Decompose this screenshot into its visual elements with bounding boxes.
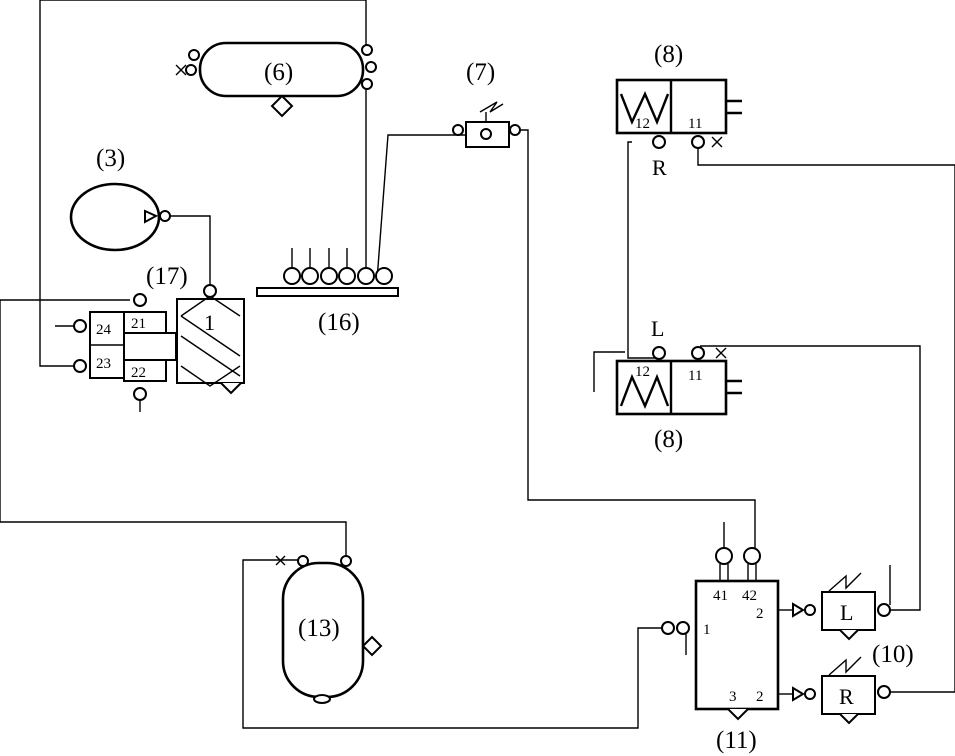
chamber-top-port-11: 11 xyxy=(688,116,702,132)
relay-port-2-top: 2 xyxy=(756,606,764,622)
exhaust-icon xyxy=(727,708,749,721)
brake-valve-17: 24 21 23 22 1 xyxy=(73,284,245,401)
spring-icon xyxy=(619,373,670,410)
exhaust-icon xyxy=(839,629,859,641)
compressor-3 xyxy=(69,182,171,252)
check-icon xyxy=(792,686,805,702)
valve-l: L xyxy=(778,572,891,641)
valve-l-label: L xyxy=(840,600,853,625)
valve-flow-icon xyxy=(180,315,241,377)
check-icon xyxy=(792,602,805,618)
label-17: (17) xyxy=(146,263,188,290)
spring-icon xyxy=(619,91,670,126)
brake-chamber-bottom: 12 11 L xyxy=(615,316,742,416)
relay-port-2-bottom: 2 xyxy=(756,689,764,705)
chamber-bottom-port-11: 11 xyxy=(688,368,702,384)
tank-6-diamond-icon xyxy=(270,94,294,118)
spring-icon xyxy=(828,656,862,676)
label-13: (13) xyxy=(298,615,340,642)
manifold-16 xyxy=(256,248,399,297)
port-23: 23 xyxy=(96,356,111,372)
valve-r: R xyxy=(778,656,891,725)
label-16: (16) xyxy=(318,309,360,336)
label-6: (6) xyxy=(264,59,293,86)
port-24: 24 xyxy=(96,322,112,338)
label-8-bottom: (8) xyxy=(654,426,683,453)
connection-lines xyxy=(0,0,955,729)
air-tank-6 xyxy=(175,41,377,118)
tank-6-drain-icon xyxy=(175,64,187,76)
air-tank-13 xyxy=(275,555,383,704)
label-11: (11) xyxy=(716,727,757,754)
brake-chamber-top: 12 11 R xyxy=(615,78,742,180)
relay-port-41: 41 xyxy=(713,588,728,604)
brake-valve-center-label: 1 xyxy=(204,310,215,335)
tank-6-port-left-top xyxy=(188,49,200,61)
valve-r-label: R xyxy=(839,684,854,709)
spring-icon xyxy=(479,101,504,113)
check-icon xyxy=(144,209,159,224)
chamber-bottom-side: L xyxy=(651,316,664,341)
port-21: 21 xyxy=(131,316,146,332)
spring-icon xyxy=(828,572,862,592)
label-7: (7) xyxy=(466,59,495,86)
relay-port-3: 3 xyxy=(729,689,737,705)
drain-icon xyxy=(275,555,286,566)
exhaust-icon xyxy=(220,382,242,395)
port-22: 22 xyxy=(131,365,146,381)
relay-port-1: 1 xyxy=(703,622,711,638)
plug-icon xyxy=(715,347,727,359)
exhaust-icon xyxy=(839,713,859,725)
label-10: (10) xyxy=(872,641,914,668)
relay-valve-11: 41 42 1 2 3 2 xyxy=(661,547,780,721)
tank-6-port-left xyxy=(185,64,197,76)
relay-port-42: 42 xyxy=(742,588,757,604)
chamber-bottom-port-12: 12 xyxy=(635,364,650,380)
valve-7 xyxy=(452,101,521,148)
chamber-top-port-12: 12 xyxy=(635,116,650,132)
label-3: (3) xyxy=(96,145,125,172)
plug-icon xyxy=(711,136,723,148)
label-8-top: (8) xyxy=(654,41,683,68)
tank-13-diamond-icon xyxy=(361,635,383,657)
chamber-top-side: R xyxy=(652,155,667,180)
